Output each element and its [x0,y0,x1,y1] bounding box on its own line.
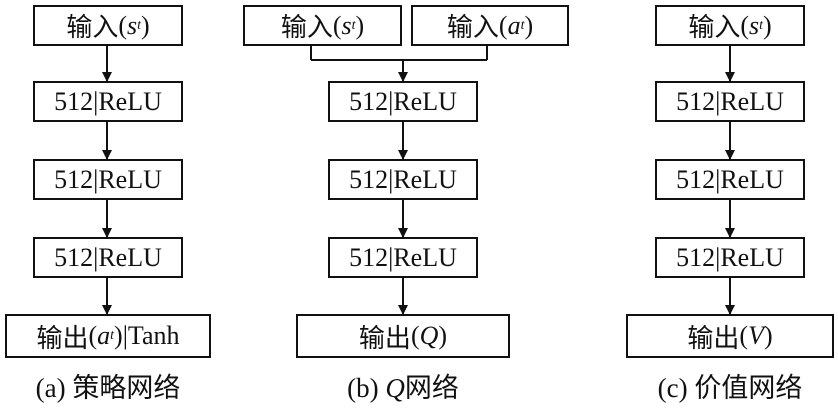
policy-layer-2: 512|ReLU [33,159,183,200]
q-caption: (b) Q网络 [347,373,459,403]
value-layer-3: 512|ReLU [655,237,805,278]
value-layer-2: 512|ReLU [655,159,805,200]
q-layer-3: 512|ReLU [328,237,478,278]
q-output-box: 输出(Q) [296,314,510,358]
value-output-box: 输出(V) [626,314,834,358]
value-layer-1: 512|ReLU [655,81,805,122]
policy-caption: (a) 策略网络 [35,373,181,403]
q-layer-2: 512|ReLU [328,159,478,200]
q-layer-1: 512|ReLU [328,81,478,122]
policy-layer-1: 512|ReLU [33,81,183,122]
value-caption: (c) 价值网络 [657,373,803,403]
policy-layer-3: 512|ReLU [33,237,183,278]
